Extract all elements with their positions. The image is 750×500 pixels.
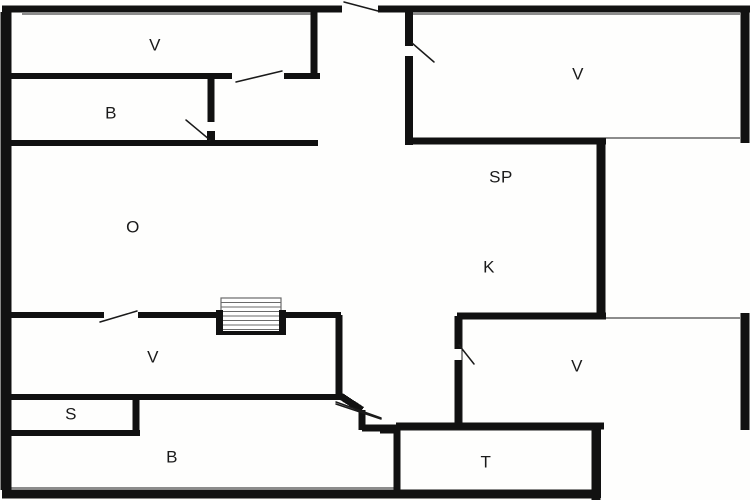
staircase-steps [221,301,281,331]
exterior-wall-group [0,5,750,500]
staircase-left-jamb [216,310,223,335]
interior-wall-group [6,12,606,498]
room-label-b-bottom: B [166,447,178,466]
room-label-k: K [483,257,495,276]
room-label-v-top-left: V [149,35,161,54]
staircase [216,297,286,335]
room-label-v-bottom-left: V [147,347,159,366]
room-label-group: V B O V SP K V S B V T [65,35,584,471]
room-label-o: O [126,217,140,236]
room-label-s: S [65,404,77,423]
staircase-base-wall [216,331,286,335]
staircase-right-jamb [279,310,286,335]
room-label-b-top-left: B [105,103,117,122]
room-label-t: T [481,452,492,471]
room-label-v-top-right: V [572,64,584,83]
room-label-v-bottom-right: V [571,356,583,375]
room-label-sp: SP [489,167,513,186]
door-swing-group [99,1,475,420]
